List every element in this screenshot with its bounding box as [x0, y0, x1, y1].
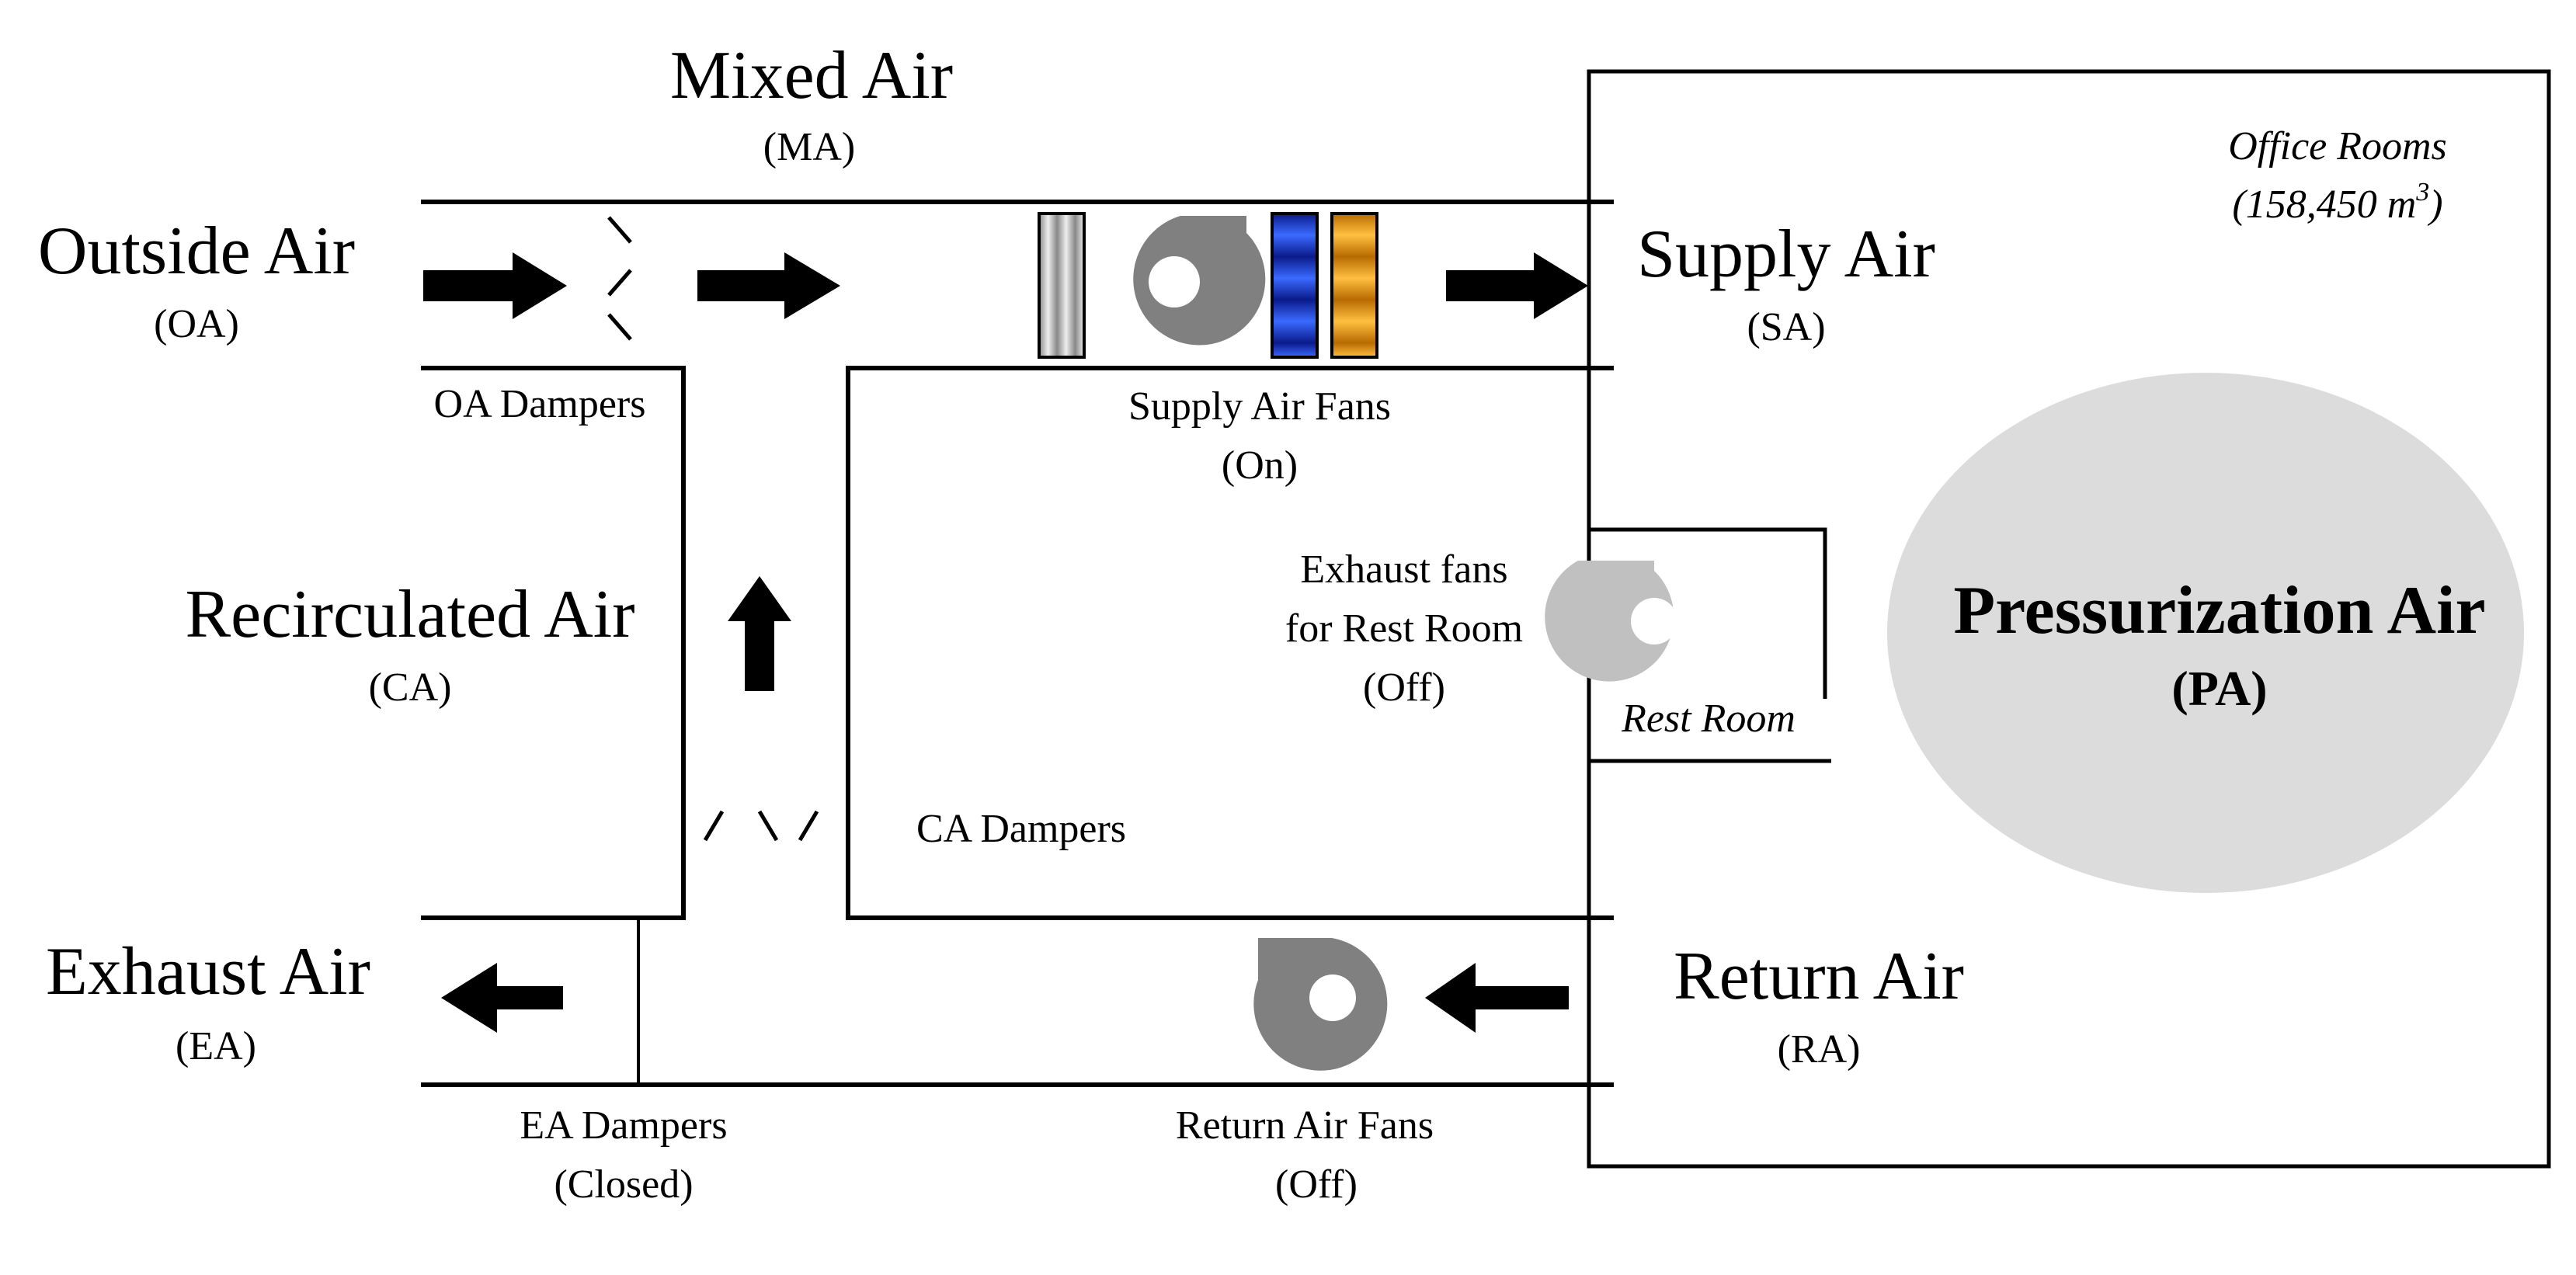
recirculated-air-abbr: (CA) — [369, 665, 452, 710]
ductwork — [421, 200, 1614, 1087]
exhaust-fans-label-line2: for Rest Room — [1285, 606, 1523, 651]
ca-dampers-label: CA Dampers — [916, 807, 1126, 851]
return-air-fans-state: (Off) — [1275, 1162, 1358, 1207]
exhaust-fans-state: (Off) — [1363, 665, 1445, 710]
supply-air-fans-state: (On) — [1222, 443, 1298, 488]
filter-icon — [1038, 212, 1086, 359]
pressurization-air-label: Pressurization Air — [1953, 573, 2485, 648]
arrow-icon — [423, 252, 567, 319]
arrow-icon — [728, 576, 791, 691]
mixed-air-label: Mixed Air — [670, 38, 953, 113]
ca-dampers-icon — [703, 810, 819, 842]
arrow-icon — [1446, 252, 1588, 319]
outside-air-label: Outside Air — [38, 214, 355, 289]
arrow-icon — [441, 963, 563, 1033]
return-air-fans-label: Return Air Fans — [1176, 1103, 1434, 1148]
ea-dampers-state: (Closed) — [554, 1162, 693, 1207]
return-fan-icon — [1253, 938, 1388, 1071]
supply-fan-icon — [1133, 216, 1266, 346]
flow-arrows — [423, 252, 1588, 1033]
mixed-air-abbr: (MA) — [763, 125, 855, 169]
arrow-icon — [697, 252, 840, 319]
exhaust-air-label: Exhaust Air — [46, 934, 370, 1009]
outside-air-abbr: (OA) — [154, 302, 239, 346]
pressurization-air-abbr: (PA) — [2171, 661, 2267, 716]
supply-air-fans-label: Supply Air Fans — [1128, 384, 1391, 429]
ea-dampers-label: EA Dampers — [520, 1103, 727, 1148]
cooling-coil-icon — [1271, 212, 1319, 359]
heating-coil-icon — [1330, 212, 1378, 359]
rest-room-box — [1589, 527, 1827, 699]
pressurization-air-zone — [1887, 373, 2524, 893]
recirculated-air-label: Recirculated Air — [185, 577, 634, 652]
supply-air-abbr: (SA) — [1747, 305, 1825, 349]
rest-room-label: Rest Room — [1621, 697, 1796, 741]
supply-air-label: Supply Air — [1637, 217, 1935, 292]
return-air-abbr: (RA) — [1778, 1027, 1861, 1072]
arrow-icon — [1425, 963, 1569, 1033]
office-volume-label: (158,450 m3) — [2232, 178, 2442, 227]
exhaust-fans-label-line1: Exhaust fans — [1300, 547, 1507, 592]
exhaust-fan-icon — [1545, 561, 1677, 682]
oa-dampers-label: OA Dampers — [434, 382, 646, 426]
return-air-label: Return Air — [1674, 939, 1964, 1014]
exhaust-air-abbr: (EA) — [176, 1024, 256, 1068]
oa-dampers-icon — [607, 216, 632, 341]
office-rooms-label: Office Rooms — [2228, 124, 2447, 168]
